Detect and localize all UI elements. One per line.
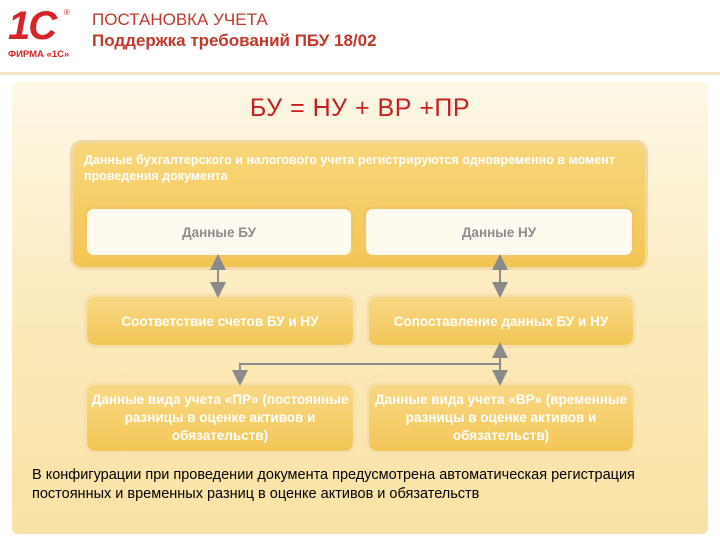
box-data-nu: Данные НУ: [363, 206, 635, 258]
logo-mark: 1С: [8, 4, 57, 48]
box-accounts-correspondence: Соответствие счетов БУ и НУ: [84, 294, 356, 348]
box-permanent-differences: Данные вида учета «ПР» (постоянные разни…: [84, 382, 356, 454]
slide-subtitle: Поддержка требований ПБУ 18/02: [92, 31, 377, 50]
slide-header: 1С ® ФИРМА «1С» ПОСТАНОВКА УЧЕТА Поддерж…: [0, 0, 720, 76]
box-data-bu: Данные БУ: [84, 206, 354, 258]
formula-heading: БУ = НУ + ВР +ПР: [249, 94, 471, 122]
company-logo: 1С ® ФИРМА «1С»: [6, 6, 74, 68]
box-data-comparison: Сопоставление данных БУ и НУ: [366, 294, 636, 348]
footer-note: В конфигурации при проведении документа …: [32, 467, 635, 502]
registration-box-text: Данные бухгалтерского и налогового учета…: [84, 153, 615, 183]
header-divider: [0, 72, 720, 75]
box-temporary-differences: Данные вида учета «ВР» (временные разниц…: [366, 382, 636, 454]
slide-title: ПОСТАНОВКА УЧЕТА: [92, 10, 268, 29]
logo-caption: ФИРМА «1С»: [8, 49, 70, 60]
registered-mark-icon: ®: [64, 8, 70, 17]
